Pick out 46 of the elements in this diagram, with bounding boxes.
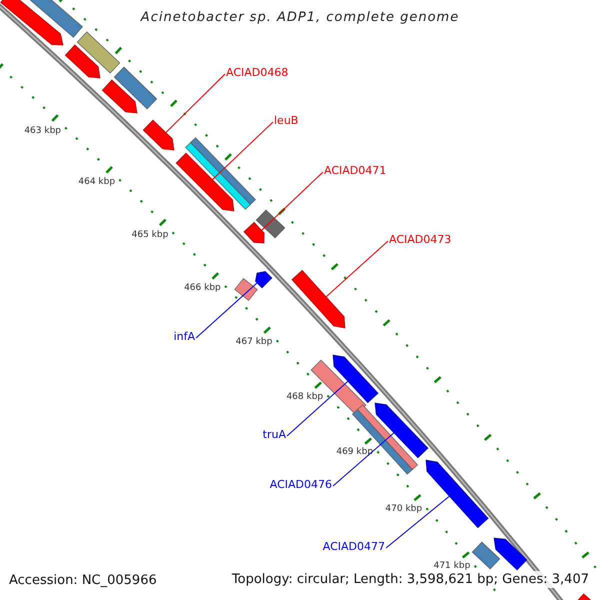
gene-label: ACIAD0473 [389,233,452,246]
accession-text: Accession: NC_005966 [9,573,157,588]
gene-block [142,120,174,150]
gene-block [102,79,138,114]
feature-bar [256,210,286,238]
feature-bar [357,404,418,470]
gene-block [255,271,272,288]
scale-label: 469 kbp [336,447,374,458]
gene-label: ACIAD0468 [226,66,288,79]
scale-label: 471 kbp [434,560,470,572]
leader-line [286,380,348,436]
leader-line [196,282,258,338]
feature-bar [114,66,158,110]
gene-block [374,402,428,458]
feature-bar [30,0,83,38]
gene-block [243,222,264,244]
gene-label: leuB [274,114,298,127]
scale-label: 463 kbp [24,126,61,137]
scale-label: 467 kbp [236,336,272,348]
leader-line [212,122,274,180]
scale-label: 465 kbp [132,230,168,241]
title: Acinetobacter sp. ADP1, complete genome [140,10,460,25]
scale-label: 464 kbp [78,177,116,188]
gene-block [176,152,234,212]
feature-bar [76,31,120,74]
gene-block [291,270,346,328]
gene-block [0,0,64,46]
gene-label: truA [262,428,286,441]
leader-line [386,496,450,548]
scale-label: 468 kbp [286,392,324,403]
genome-stats-text: Topology: circular; Length: 3,598,621 bp; Genes: 3,407 [230,571,591,588]
gene-label: ACIAD0477 [322,540,385,553]
gene-block [426,460,489,528]
leader-line [261,172,324,231]
feature-bar [352,409,413,475]
leader-line [332,432,394,486]
feature-bar [234,278,258,301]
gene-label: infA [174,330,195,343]
gene-block [332,354,379,404]
scale-label: 466 kbp [184,282,221,294]
gene-label: ACIAD0476 [270,478,332,491]
gene-label: ACIAD0471 [324,164,386,177]
leader-line [326,240,388,298]
scale-label: 470 kbp [385,504,422,515]
gene-block [64,44,100,78]
leader-line [165,74,226,133]
